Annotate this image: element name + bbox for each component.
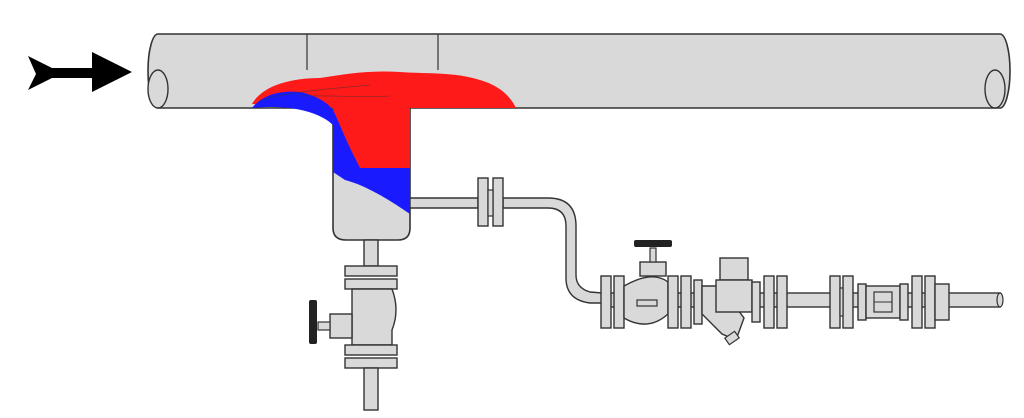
flow-direction-arrow-icon [28, 52, 132, 92]
blowdown-globe-valve-icon [309, 239, 398, 411]
isolation-globe-valve-icon [600, 240, 692, 329]
condensate-flow-illustration [252, 71, 516, 214]
steam-trap-icon [715, 257, 788, 329]
sight-glass-icon [857, 283, 909, 321]
flange-pair-icon [829, 275, 854, 329]
condensate-branch-line [409, 177, 604, 304]
outlet-flange-pair-icon [911, 275, 950, 329]
